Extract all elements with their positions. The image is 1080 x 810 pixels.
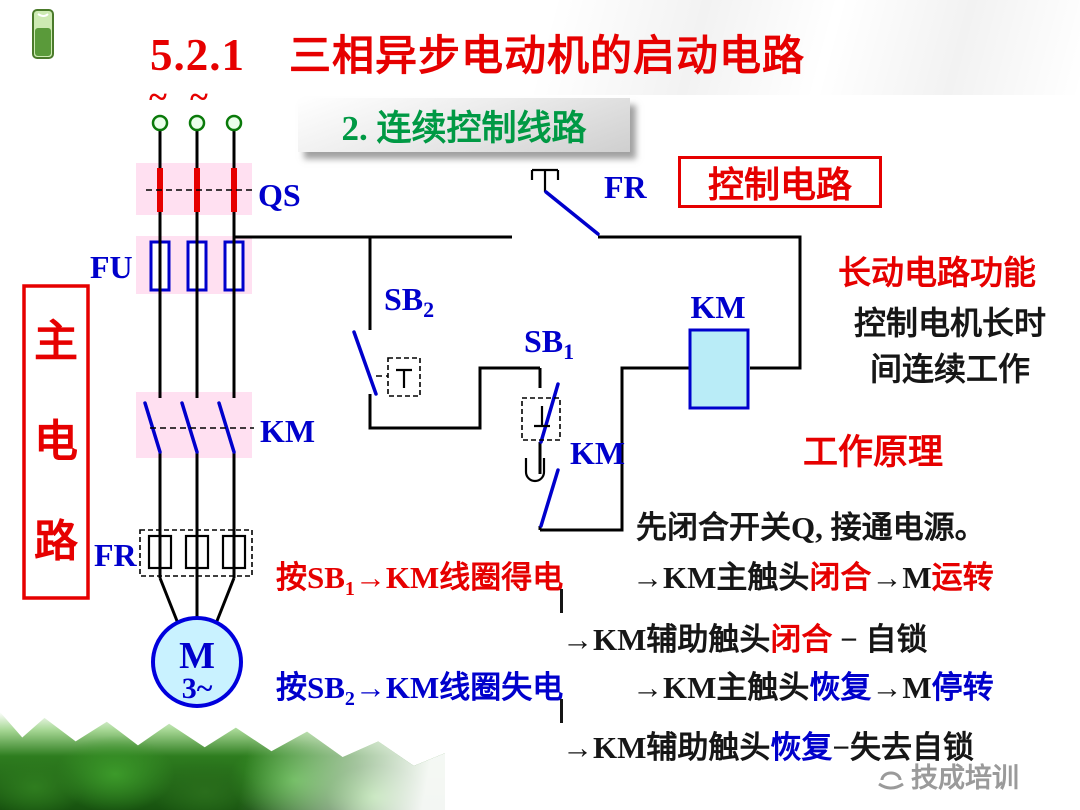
title-text: 三相异步电动机的启动电路	[289, 34, 806, 80]
tilde-right: ~	[190, 79, 208, 116]
explanation-line4: →KM辅助触头恢复−失去自锁	[562, 730, 975, 765]
subtitle-banner: 2. 连续控制线路	[298, 98, 630, 152]
main-circuit-wires	[158, 130, 236, 627]
branch-connector-1	[560, 589, 563, 613]
motor-letter: M	[179, 635, 215, 677]
explanation-line1-left: 按SB1→KM线圈得电	[276, 560, 564, 601]
function-line1: 控制电机长时	[853, 305, 1046, 341]
explanation-line2: →KM辅助触头闭合 − 自锁	[562, 622, 928, 657]
km-main-label: KM	[260, 413, 315, 449]
km-aux-label: KM	[570, 435, 625, 471]
watermark: 技成培训	[876, 756, 1019, 795]
title-number: 5.2.1	[150, 30, 245, 80]
control-circuit-wires	[234, 235, 802, 532]
branch-connector-2	[560, 699, 563, 723]
fu-label: FU	[90, 249, 133, 285]
explanation-line1-right: →KM主触头闭合→M运转	[632, 560, 994, 595]
function-line2: 间连续工作	[869, 351, 1030, 388]
motor: M 3~	[151, 616, 243, 708]
km-main-contacts	[143, 401, 254, 454]
sb2-label: SB2	[384, 281, 434, 322]
km-coil	[688, 328, 750, 410]
motor-phase: 3~	[182, 672, 213, 705]
function-title: 长动电路功能	[838, 256, 1036, 292]
qs-switch	[146, 168, 252, 212]
page-title: 5.2.1 三相异步电动机的启动电路	[150, 22, 805, 83]
principle-title: 工作原理	[803, 433, 944, 472]
principle-text: 先闭合开关Q, 接通电源。	[636, 510, 986, 545]
km-aux-contact	[524, 458, 560, 528]
sb2-stop-button	[352, 330, 421, 397]
control-circuit-box: 控制电路	[678, 156, 882, 208]
fr-control-contact	[530, 168, 600, 236]
brand-logo-icon	[878, 771, 904, 789]
subtitle-label: 2. 连续控制线路	[341, 108, 587, 148]
main-char-2: 电	[34, 417, 78, 466]
watermark-text: 技成培训	[911, 763, 1019, 793]
fr-main-label: FR	[94, 537, 138, 573]
slide-logo-icon	[26, 6, 60, 64]
control-circuit-label: 控制电路	[707, 165, 852, 205]
fr-control-label: FR	[604, 169, 648, 205]
main-char-1: 主	[34, 317, 78, 366]
qs-label: QS	[258, 177, 301, 213]
phase-terminals: ~ ~	[149, 79, 243, 132]
tilde-left: ~	[149, 79, 167, 116]
explanation-line3-left: 按SB2→KM线圈失电	[276, 670, 564, 711]
function-body: 控制电机长时 间连续工作	[824, 300, 1076, 393]
main-char-3: 路	[34, 517, 79, 566]
main-circuit-label-box: 主 电 路	[22, 284, 90, 600]
explanation-line3-right: →KM主触头恢复→M停转	[632, 670, 994, 705]
km-coil-label: KM	[690, 289, 745, 325]
sb1-label: SB1	[524, 323, 574, 364]
sb1-start-button	[521, 382, 561, 444]
